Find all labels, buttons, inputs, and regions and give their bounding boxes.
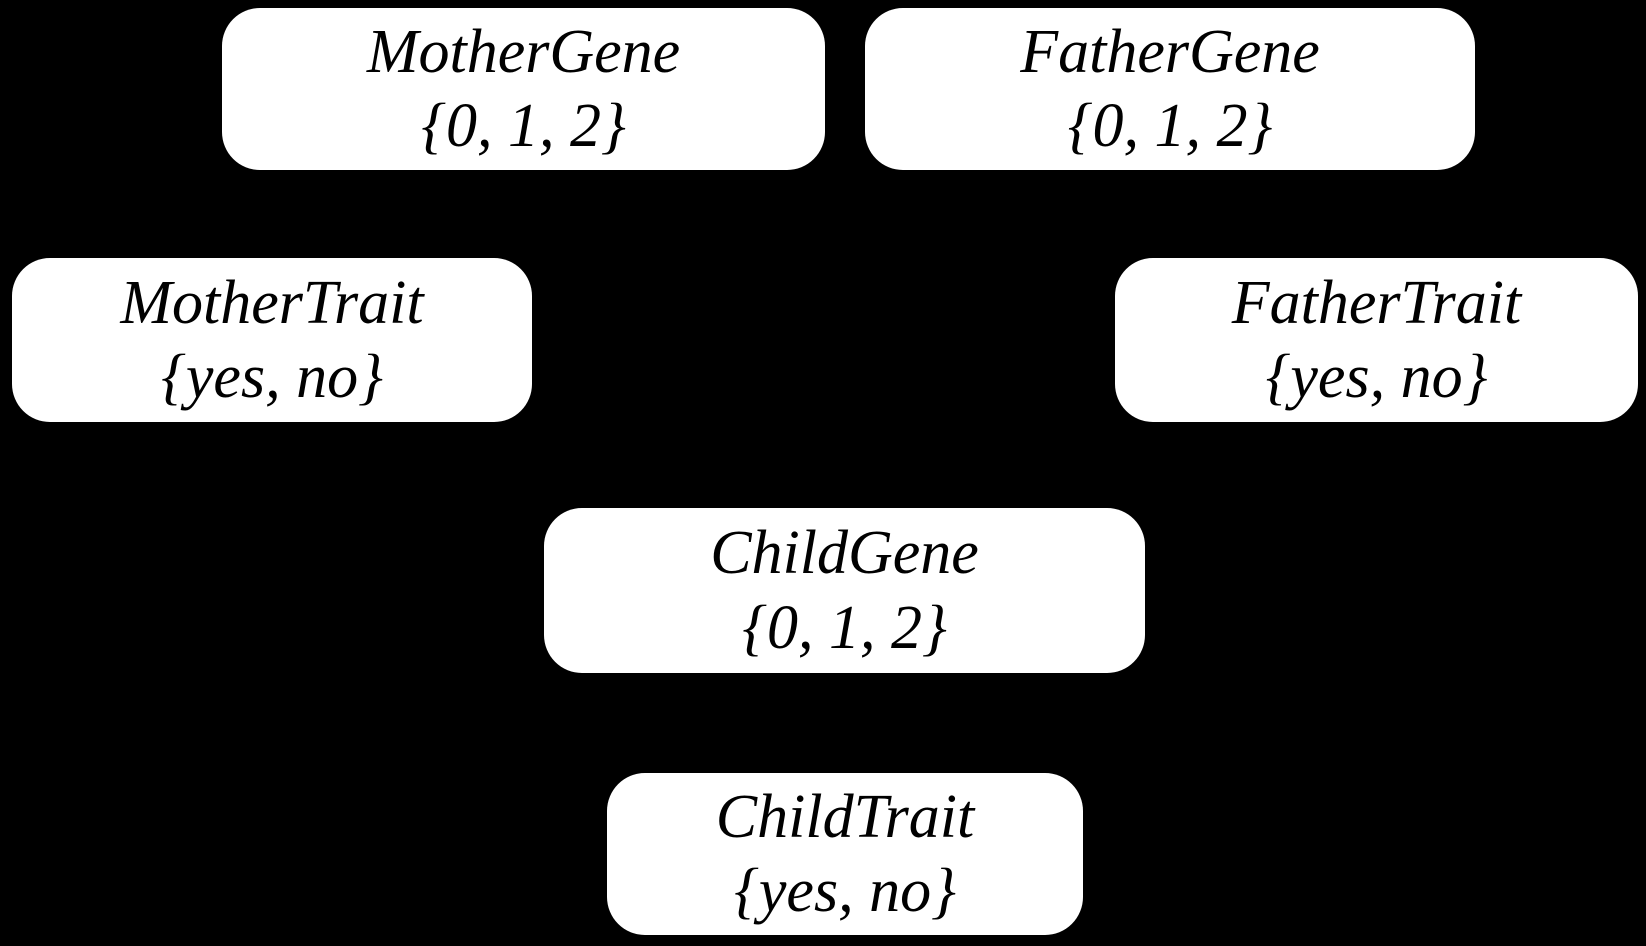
node-child-gene-label: ChildGene: [710, 519, 979, 588]
node-father-gene-label: FatherGene: [1020, 17, 1320, 86]
node-mother-trait-values: {yes, no}: [161, 343, 383, 411]
node-father-gene-values: {0, 1, 2}: [1067, 92, 1273, 160]
node-child-gene: ChildGene {0, 1, 2}: [544, 508, 1145, 673]
node-mother-trait-label: MotherTrait: [120, 268, 424, 337]
node-child-trait: ChildTrait {yes, no}: [607, 773, 1083, 935]
node-father-trait: FatherTrait {yes, no}: [1115, 258, 1638, 422]
node-child-gene-values: {0, 1, 2}: [742, 593, 947, 662]
node-mother-gene: MotherGene {0, 1, 2}: [222, 8, 825, 170]
node-child-trait-values: {yes, no}: [734, 857, 956, 925]
node-mother-gene-label: MotherGene: [366, 17, 681, 86]
node-father-trait-values: {yes, no}: [1265, 343, 1488, 411]
node-mother-gene-values: {0, 1, 2}: [421, 92, 626, 160]
node-father-trait-label: FatherTrait: [1231, 268, 1522, 337]
node-mother-trait: MotherTrait {yes, no}: [12, 258, 532, 422]
node-child-trait-label: ChildTrait: [715, 782, 975, 851]
node-father-gene: FatherGene {0, 1, 2}: [865, 8, 1475, 170]
